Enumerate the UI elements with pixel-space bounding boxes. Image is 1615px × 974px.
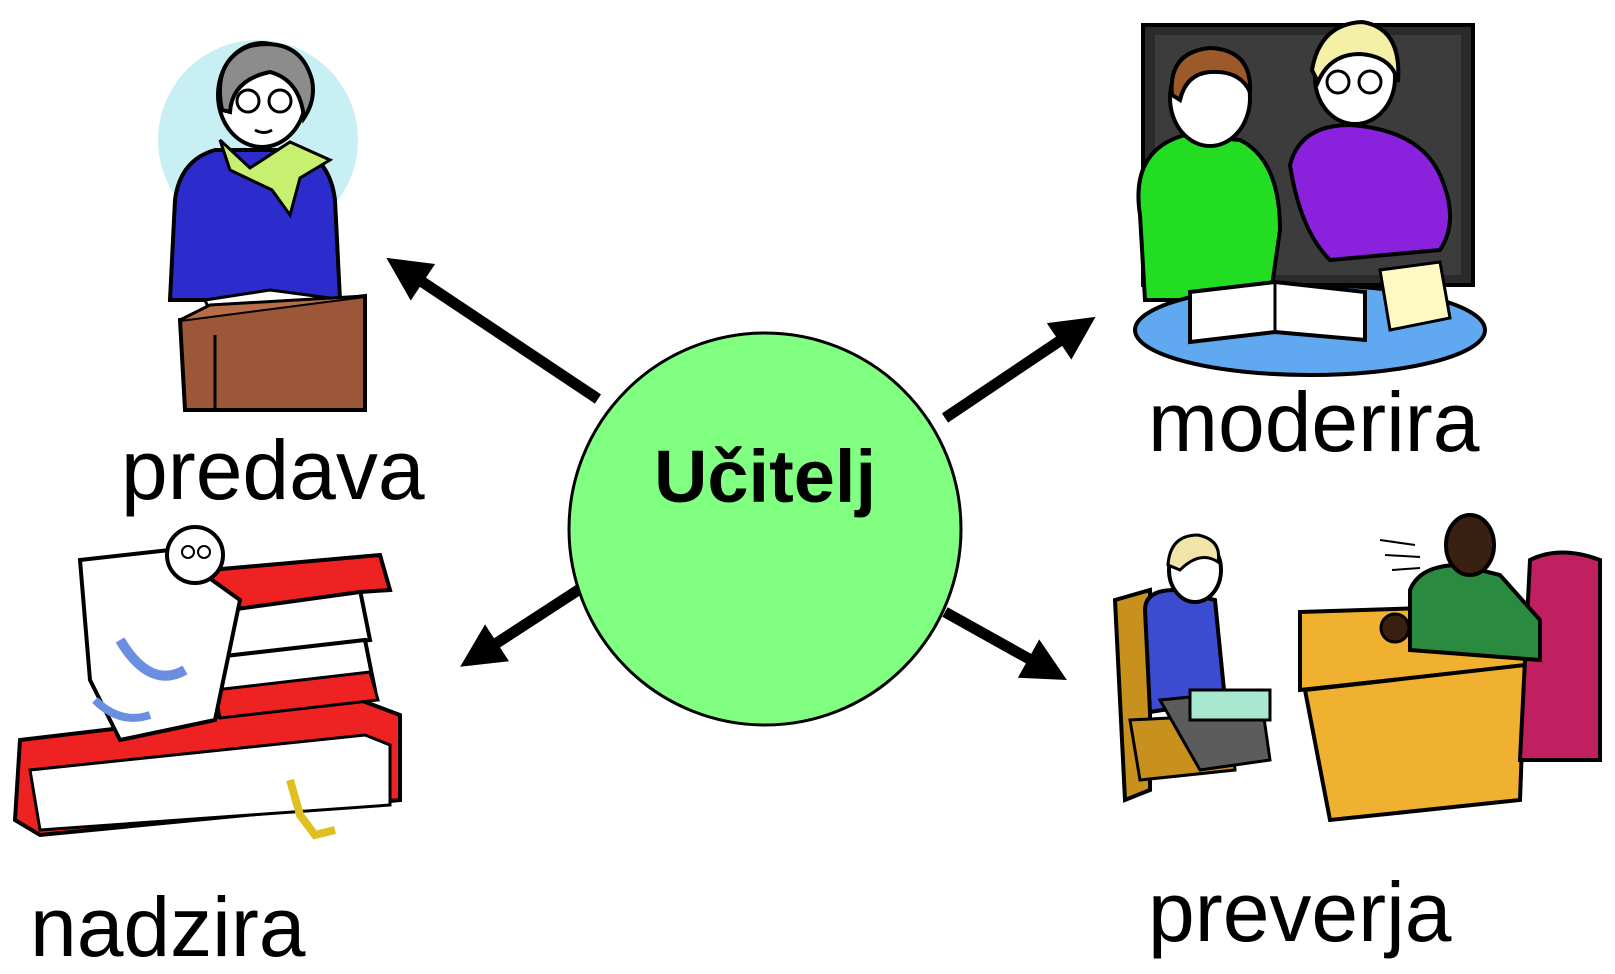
interview-desk-illustration xyxy=(1112,513,1602,823)
teacher-lectern-illustration xyxy=(158,40,367,412)
center-node xyxy=(567,331,963,727)
arrow-to-preverja xyxy=(942,607,1067,681)
arrow-to-predava xyxy=(386,257,602,404)
books-lounging-illustration xyxy=(12,525,402,840)
role-label-predava: predava xyxy=(121,423,425,517)
arrow-to-nadzira xyxy=(460,580,589,667)
arrows xyxy=(386,257,1096,681)
arrow-to-moderira xyxy=(941,316,1096,423)
center-node-label: Učitelj xyxy=(653,435,877,518)
role-label-moderira: moderira xyxy=(1148,375,1480,469)
reading-at-table-illustration xyxy=(1133,19,1487,377)
role-label-preverja: preverja xyxy=(1148,865,1452,959)
role-label-nadzira: nadzira xyxy=(30,880,306,974)
